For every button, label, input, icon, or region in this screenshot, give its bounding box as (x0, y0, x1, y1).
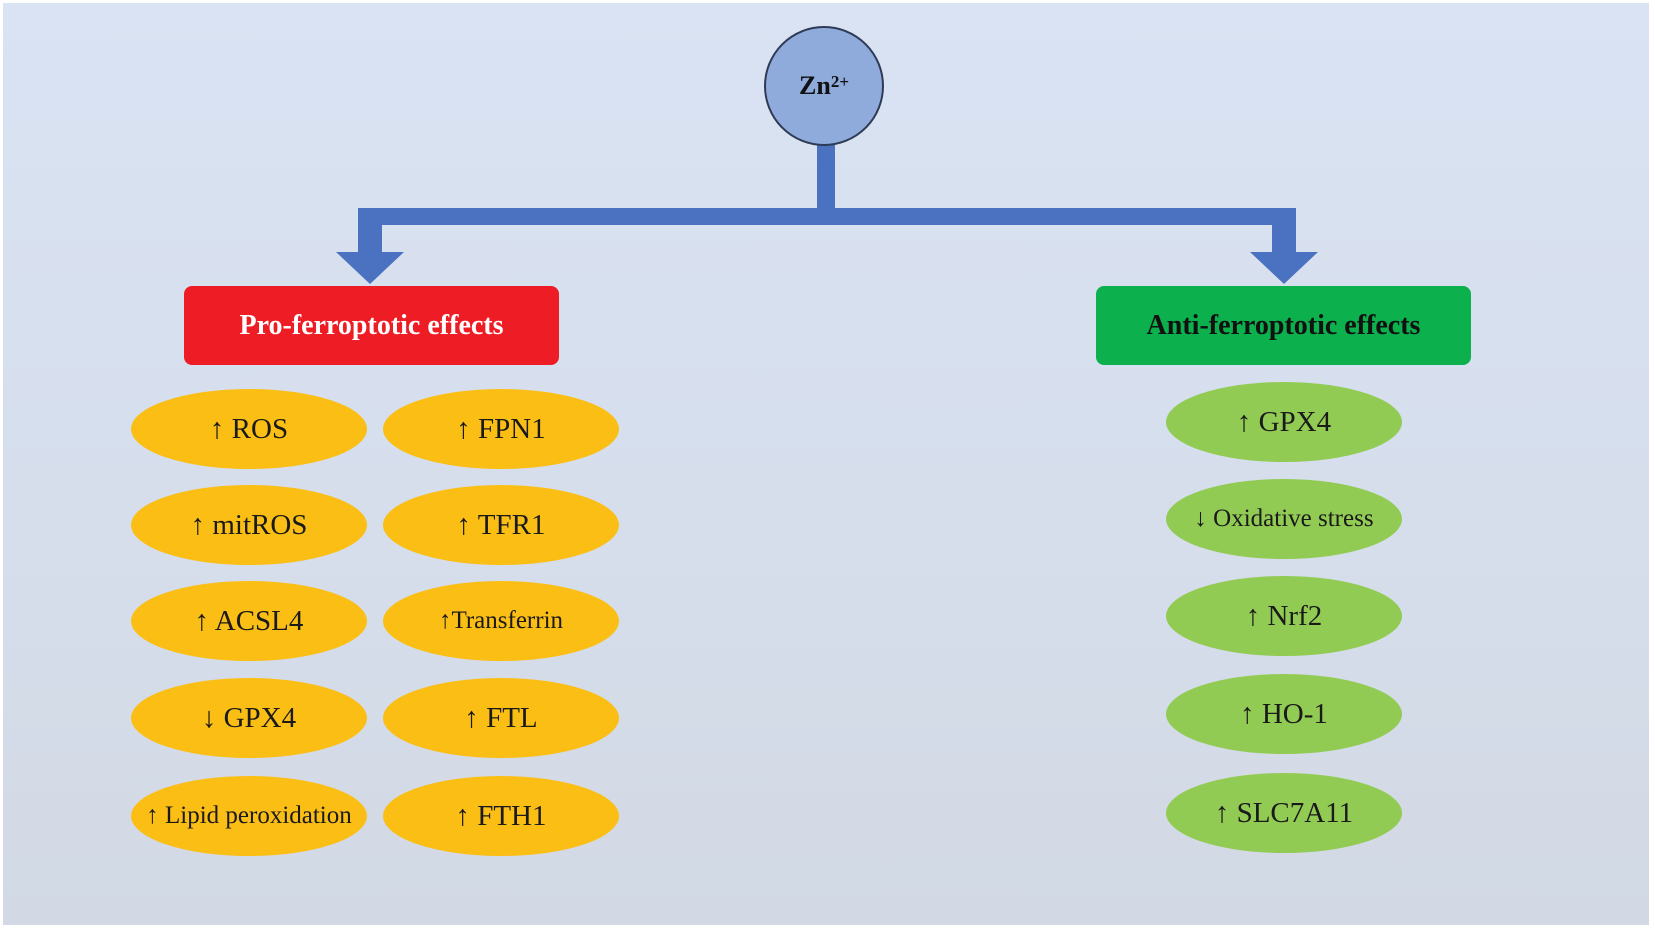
anti-ferroptotic-header: Anti-ferroptotic effects (1096, 286, 1471, 365)
pro-effect-oval: ↓ GPX4 (131, 678, 367, 758)
pro-effect-oval: ↑Transferrin (383, 581, 619, 661)
stem-connector (817, 139, 835, 214)
arrow-to-anti (1250, 208, 1318, 284)
zinc-ion-charge: 2+ (830, 72, 849, 91)
pro-effect-oval: ↑ mitROS (131, 485, 367, 565)
horizontal-connector (358, 208, 1296, 225)
zinc-ion-label: Zn (799, 71, 831, 100)
anti-effect-oval: ↑ HO-1 (1166, 674, 1402, 754)
pro-effect-oval: ↑ Lipid peroxidation (131, 776, 367, 856)
anti-effect-oval: ↑ SLC7A11 (1166, 773, 1402, 853)
pro-effect-oval: ↑ FTL (383, 678, 619, 758)
pro-effect-oval: ↑ ROS (131, 389, 367, 469)
pro-effect-oval: ↑ ACSL4 (131, 581, 367, 661)
pro-effect-oval: ↑ TFR1 (383, 485, 619, 565)
anti-effect-oval: ↑ GPX4 (1166, 382, 1402, 462)
anti-effect-oval: ↑ Nrf2 (1166, 576, 1402, 656)
connector-arrows (336, 139, 1318, 284)
anti-effect-oval: ↓ Oxidative stress (1166, 479, 1402, 559)
pro-effect-oval: ↑ FPN1 (383, 389, 619, 469)
arrow-to-pro (336, 208, 404, 284)
pro-effect-oval: ↑ FTH1 (383, 776, 619, 856)
pro-ferroptotic-header: Pro-ferroptotic effects (184, 286, 559, 365)
